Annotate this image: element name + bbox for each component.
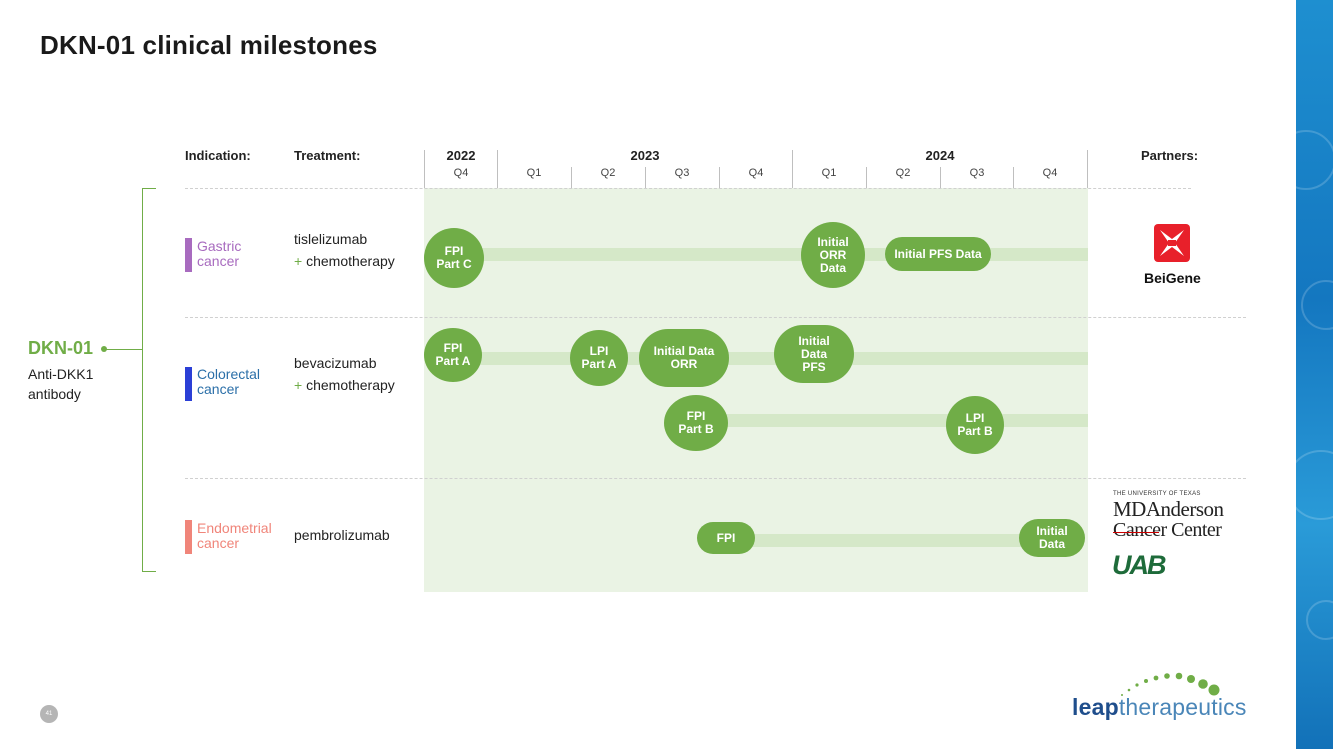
quarter-divider: [866, 167, 867, 188]
row-divider: [185, 188, 1191, 189]
colorectal-treatment: bevacizumab + chemotherapy: [294, 355, 395, 393]
quarter-label: Q4: [453, 167, 469, 179]
drug-name: DKN-01: [28, 338, 94, 358]
quarter-label: Q2: [895, 167, 911, 179]
quarter-label: Q4: [1042, 167, 1058, 179]
drug-bracket: [142, 188, 156, 572]
year-divider: [792, 150, 793, 188]
milestone-fpi-part-b: FPI Part B: [664, 395, 728, 451]
mda-wordmark: MDAnderson: [1113, 497, 1224, 521]
gastric-indication: Gastric cancer: [197, 238, 242, 269]
quarter-divider: [1013, 167, 1014, 188]
mda-cancer-center: Cancer Center: [1113, 519, 1222, 541]
year-divider: [424, 150, 425, 188]
quarter-label: Q2: [600, 167, 616, 179]
bracket-connector: [104, 349, 142, 350]
mda-strike-mark: [1113, 532, 1159, 533]
quarter-label: Q1: [821, 167, 837, 179]
gastric-track: [460, 248, 1088, 261]
endometrial-track: [726, 534, 1066, 547]
gastric-indicator-bar: [185, 238, 192, 272]
milestone-initial-orr-data: Initial ORR Data: [801, 222, 865, 288]
milestone-endometrial-fpi: FPI: [697, 522, 755, 554]
page-number: 41: [40, 705, 58, 723]
decorative-side-band: [1296, 0, 1333, 749]
quarter-label: Q4: [748, 167, 764, 179]
gastric-treatment: tislelizumab + chemotherapy: [294, 231, 395, 269]
milestone-fpi-part-c: FPI Part C: [424, 228, 484, 288]
quarter-label: Q3: [969, 167, 985, 179]
year-divider: [497, 150, 498, 188]
year-label: 2022: [446, 148, 476, 163]
drug-description: Anti-DKK1 antibody: [28, 366, 94, 402]
endometrial-indication: Endometrial cancer: [197, 520, 272, 551]
partners-header: Partners:: [1141, 148, 1199, 163]
milestone-initial-data-pfs: Initial Data PFS: [774, 325, 854, 383]
milestone-initial-pfs-data: Initial PFS Data: [885, 237, 991, 271]
quarter-divider: [940, 167, 941, 188]
quarter-label: Q3: [674, 167, 690, 179]
row-divider: [185, 317, 1246, 318]
milestone-initial-data-orr: Initial Data ORR: [639, 329, 729, 387]
colorectal-indicator-bar: [185, 367, 192, 401]
row-divider: [185, 478, 1246, 479]
quarter-label: Q1: [526, 167, 542, 179]
milestone-lpi-part-a: LPI Part A: [570, 330, 628, 386]
year-divider: [1087, 150, 1088, 188]
beigene-logo-icon: [1154, 224, 1190, 262]
quarter-divider: [719, 167, 720, 188]
indication-header: Indication:: [185, 148, 251, 163]
milestone-endometrial-initial-data: Initial Data: [1019, 519, 1085, 557]
year-label: 2024: [925, 148, 955, 163]
bracket-dot: [101, 346, 107, 352]
quarter-divider: [645, 167, 646, 188]
endometrial-treatment: pembrolizumab: [294, 527, 390, 543]
page-title: DKN-01 clinical milestones: [40, 30, 378, 60]
milestone-fpi-part-a: FPI Part A: [424, 328, 482, 382]
beigene-wordmark: BeiGene: [1144, 270, 1201, 286]
mda-tagline: THE UNIVERSITY OF TEXAS: [1113, 491, 1201, 497]
treatment-header: Treatment:: [294, 148, 361, 163]
uab-logo: UAB: [1112, 550, 1166, 580]
leap-therapeutics-logo: leaptherapeutics: [1072, 694, 1247, 720]
leap-dots-icon: [1121, 672, 1220, 696]
colorectal-track-part-b: [700, 414, 1088, 427]
colorectal-indication: Colorectal cancer: [197, 366, 261, 397]
quarter-divider: [571, 167, 572, 188]
milestone-lpi-part-b: LPI Part B: [946, 396, 1004, 454]
year-label: 2023: [630, 148, 660, 163]
endometrial-indicator-bar: [185, 520, 192, 554]
